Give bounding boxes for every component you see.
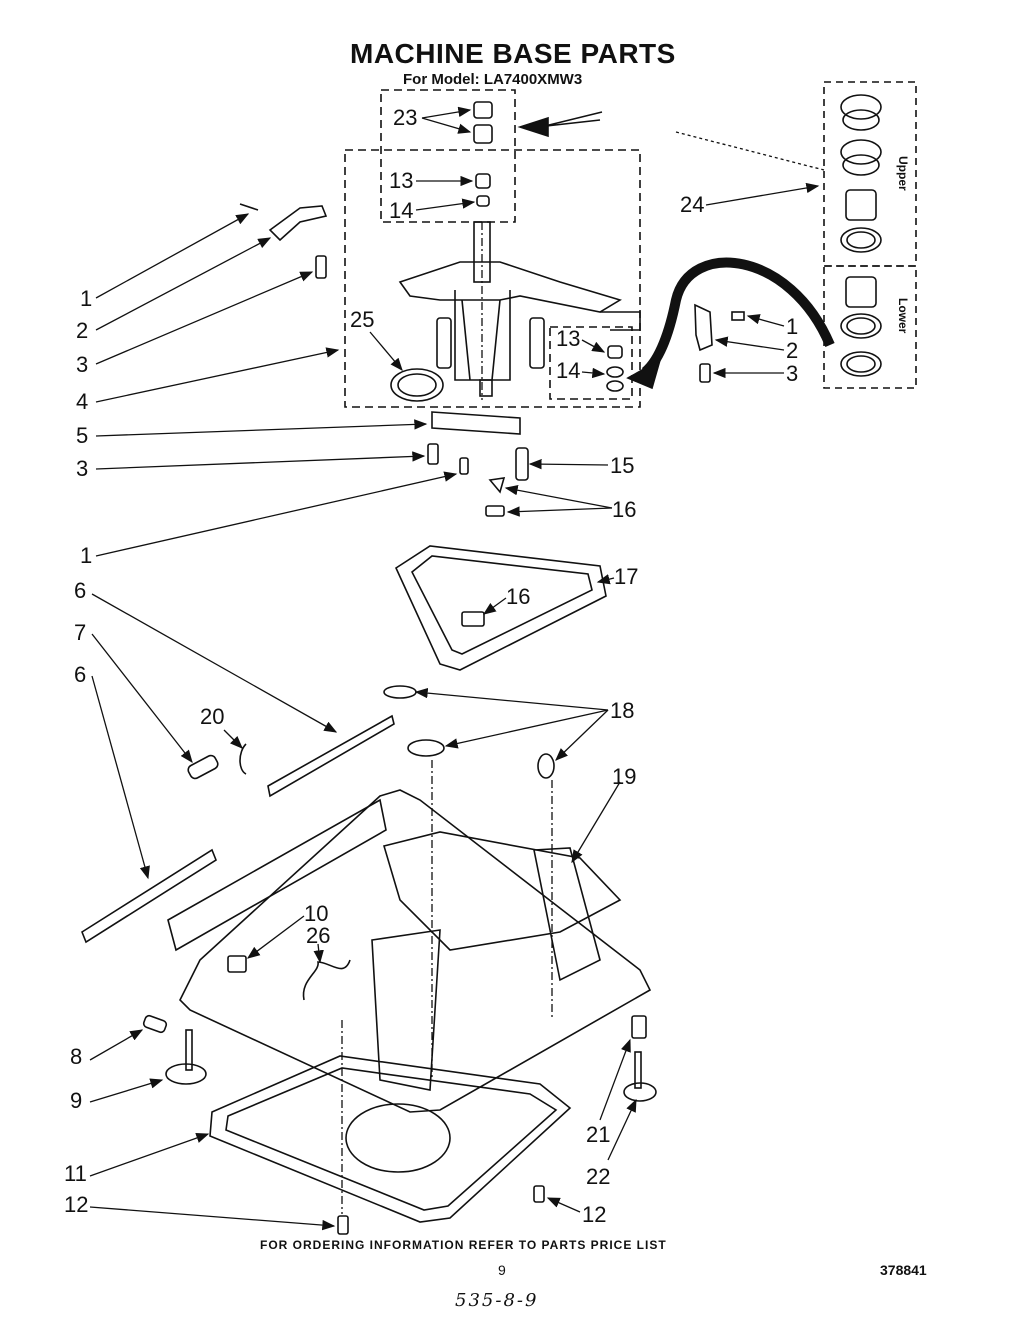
hook: [239, 743, 247, 775]
callout-14-side: 14: [556, 358, 581, 383]
kit-box-side: [549, 326, 633, 400]
callout-12-left: 12: [64, 1192, 89, 1217]
pad-18a: [383, 685, 417, 699]
callout-13-side: 13: [556, 326, 581, 351]
callout-16-lower: 16: [506, 584, 531, 609]
snubber-stack: [473, 101, 493, 207]
callout-13-top: 13: [389, 168, 414, 193]
callout-2-right: 2: [786, 338, 799, 363]
gear-case-assembly: [398, 221, 641, 397]
rail-upper: [267, 714, 395, 798]
callout-21: 21: [586, 1122, 611, 1147]
callout-1-right: 1: [786, 314, 799, 339]
model-subtitle: For Model: LA7400XMW3: [403, 71, 583, 88]
right-clamp: [694, 303, 713, 352]
callout-3-right: 3: [786, 361, 799, 386]
wire-clip: [302, 959, 351, 1001]
ordering-note: FOR ORDERING INFORMATION REFER TO PARTS …: [260, 1238, 667, 1252]
callout-25: 25: [350, 307, 375, 332]
kit-box-top: [380, 89, 516, 223]
suspension-frame: [394, 545, 607, 671]
page-title: MACHINE BASE PARTS: [350, 38, 676, 69]
callout-17: 17: [614, 564, 639, 589]
callout-7: 7: [74, 620, 87, 645]
callout-3-left: 3: [76, 352, 89, 377]
rail-lower: [81, 848, 217, 944]
page-number: 9: [498, 1262, 506, 1278]
foot-right: [623, 1082, 657, 1102]
callout-18: 18: [610, 698, 635, 723]
leader-lines: [89, 106, 825, 1231]
upper-kit-parts: [840, 94, 882, 253]
handwritten-note: 535-8-9: [455, 1290, 539, 1311]
callout-3-mid: 3: [76, 456, 89, 481]
document-number: 378841: [880, 1262, 927, 1278]
upper-kit-label: Upper: [896, 156, 910, 191]
callout-2-left: 2: [76, 318, 89, 343]
callout-6-lower: 6: [74, 662, 87, 687]
spring: [187, 754, 219, 780]
callout-12-right: 12: [582, 1202, 607, 1227]
brace-bracket: [431, 411, 521, 435]
callout-22: 22: [586, 1164, 611, 1189]
callout-11: 11: [64, 1161, 87, 1186]
callout-1-left: 1: [80, 286, 93, 311]
callout-6-upper: 6: [74, 578, 87, 603]
callout-19: 19: [612, 764, 637, 789]
callout-8: 8: [70, 1044, 83, 1069]
assembly-box: [344, 149, 641, 408]
clip: [227, 955, 247, 973]
callout-9: 9: [70, 1088, 83, 1113]
left-bracket: [268, 205, 328, 242]
base-frame: [167, 789, 652, 1113]
callout-24: 24: [680, 192, 705, 217]
pad-18c: [537, 753, 555, 779]
callout-1-mid: 1: [80, 543, 93, 568]
callout-4: 4: [76, 389, 89, 414]
base-pan: [209, 1055, 572, 1223]
callout-23: 23: [393, 105, 418, 130]
callout-26: 26: [306, 923, 331, 948]
foot-left: [165, 1063, 207, 1085]
lower-kit-parts: [840, 276, 882, 377]
callout-5: 5: [76, 423, 89, 448]
lower-kit-label: Lower: [896, 298, 910, 334]
pad-18b: [407, 739, 445, 757]
kit-box-upper: [823, 81, 917, 267]
hose-arrow: [641, 257, 835, 376]
callout-20: 20: [200, 704, 225, 729]
seal-ring: [390, 368, 444, 402]
callout-10: 10: [304, 901, 329, 926]
callout-15: 15: [610, 453, 635, 478]
callout-14-top: 14: [389, 198, 414, 223]
callout-16-upper: 16: [612, 497, 637, 522]
